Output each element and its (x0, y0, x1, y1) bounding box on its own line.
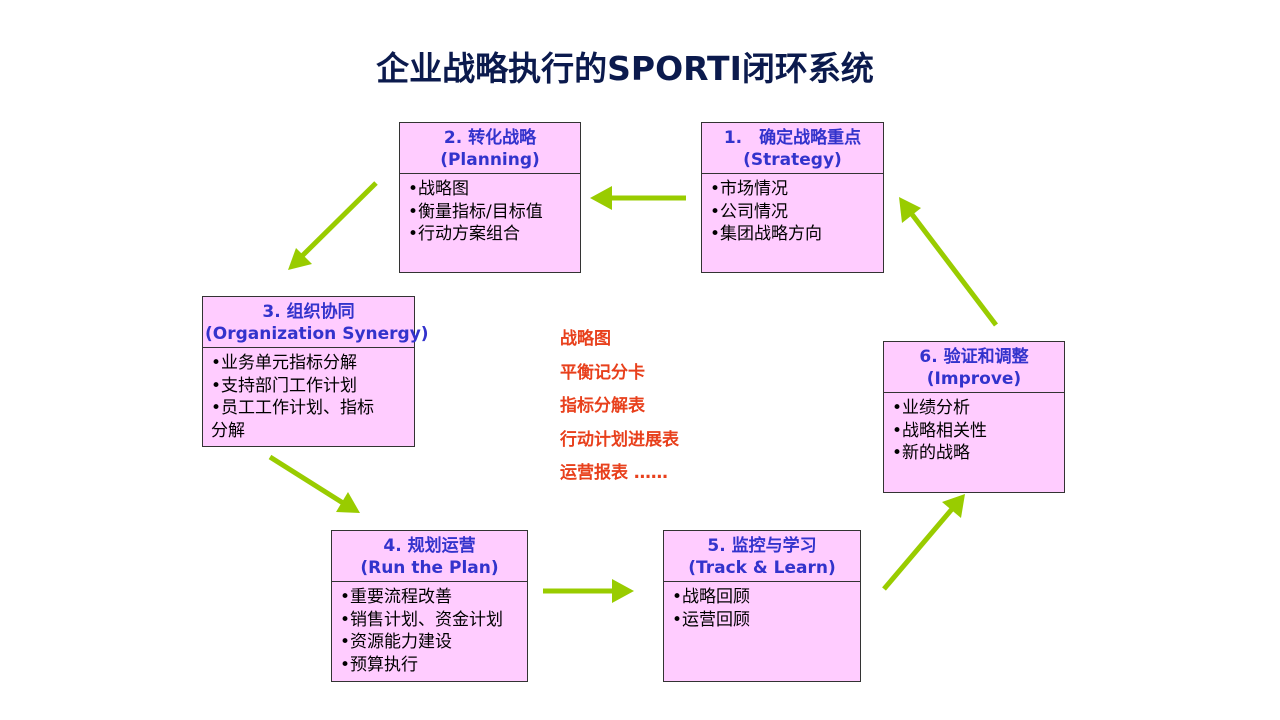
step-item-list: •业绩分析 •战略相关性 •新的战略 (884, 393, 1064, 465)
step-header: 6. 验证和调整 (Improve) (884, 342, 1064, 393)
step-box-strategy: 1. 确定战略重点 (Strategy) •市场情况 •公司情况 •集团战略方向 (701, 122, 884, 273)
step-subtitle: (Planning) (440, 150, 540, 170)
step-title: 5. 监控与学习 (707, 536, 817, 556)
step-item: •战略图 (408, 179, 470, 199)
step-subtitle: (Strategy) (743, 150, 842, 170)
step-item: •衡量指标/目标值 (408, 201, 543, 222)
step-subtitle: (Improve) (926, 369, 1022, 389)
tool-item: 行动计划进展表 (560, 429, 679, 450)
tool-item: 运营报表 …… (560, 463, 668, 483)
step-item-list: •业务单元指标分解 •支持部门工作计划 •员工工作计划、指标 分解 (203, 348, 414, 442)
step-header: 5. 监控与学习 (Track & Learn) (664, 531, 860, 582)
step-subtitle: (Run the Plan) (360, 558, 499, 578)
step-item: 分解 (211, 420, 245, 441)
step-title: 4. 规划运营 (383, 536, 476, 556)
step-item-list: •市场情况 •公司情况 •集团战略方向 (702, 174, 883, 246)
arrow-strategy-to-planning (590, 186, 686, 210)
step-box-organization-synergy: 3. 组织协同 (Organization Synergy) •业务单元指标分解… (202, 296, 429, 447)
tool-item: 平衡记分卡 (560, 362, 645, 383)
step-title: 2. 转化战略 (443, 128, 537, 148)
tool-item: 指标分解表 (560, 396, 645, 416)
step-item: •行动方案组合 (408, 224, 521, 244)
diagram-title: 企业战略执行的SPORTI闭环系统 (376, 49, 874, 88)
step-header: 2. 转化战略 (Planning) (400, 123, 580, 174)
tools-list: 战略图 平衡记分卡 指标分解表 行动计划进展表 运营报表 …… (560, 323, 679, 491)
step-item: •战略相关性 (892, 420, 988, 441)
step-item: •业务单元指标分解 (211, 353, 358, 373)
step-item: •战略回顾 (672, 587, 751, 607)
step-box-run-the-plan: 4. 规划运营 (Run the Plan) •重要流程改善 •销售计划、资金计… (331, 530, 528, 682)
step-box-planning: 2. 转化战略 (Planning) •战略图 •衡量指标/目标值 •行动方案组… (399, 122, 581, 273)
arrow-organization-to-run (268, 454, 360, 513)
arrow-run-to-track (543, 579, 634, 603)
step-title: 3. 组织协同 (262, 302, 355, 322)
step-item: •市场情况 (710, 179, 789, 199)
step-item: •公司情况 (710, 201, 789, 222)
step-title: 6. 验证和调整 (919, 347, 1029, 367)
step-header: 3. 组织协同 (Organization Synergy) (203, 297, 429, 348)
arrow-improve-to-strategy (899, 197, 998, 327)
step-item-list: •重要流程改善 •销售计划、资金计划 •资源能力建设 •预算执行 (332, 582, 527, 676)
step-item-list: •战略图 •衡量指标/目标值 •行动方案组合 (400, 174, 580, 246)
step-item: •预算执行 (340, 654, 419, 675)
step-item: •重要流程改善 (340, 587, 453, 607)
step-item: •业绩分析 (892, 398, 971, 418)
step-header: 1. 确定战略重点 (Strategy) (702, 123, 883, 174)
step-item: •资源能力建设 (340, 632, 453, 652)
step-item: •支持部门工作计划 (211, 375, 358, 396)
step-title: 1. 确定战略重点 (723, 128, 862, 148)
step-header: 4. 规划运营 (Run the Plan) (332, 531, 527, 582)
step-item: •员工工作计划、指标 (211, 398, 375, 418)
step-item: •销售计划、资金计划 (340, 609, 504, 630)
tool-item: 战略图 (560, 329, 611, 349)
arrow-track-to-improve (882, 494, 965, 591)
step-box-track-and-learn: 5. 监控与学习 (Track & Learn) •战略回顾 •运营回顾 (663, 530, 861, 682)
step-item: •新的战略 (892, 443, 971, 463)
arrow-planning-to-organization (288, 181, 378, 270)
step-item-list: •战略回顾 •运营回顾 (664, 582, 860, 631)
step-item: •集团战略方向 (710, 224, 823, 244)
step-subtitle: (Organization Synergy) (205, 324, 429, 344)
step-subtitle: (Track & Learn) (688, 558, 836, 578)
step-box-improve: 6. 验证和调整 (Improve) •业绩分析 •战略相关性 •新的战略 (883, 341, 1065, 493)
step-item: •运营回顾 (672, 609, 751, 630)
